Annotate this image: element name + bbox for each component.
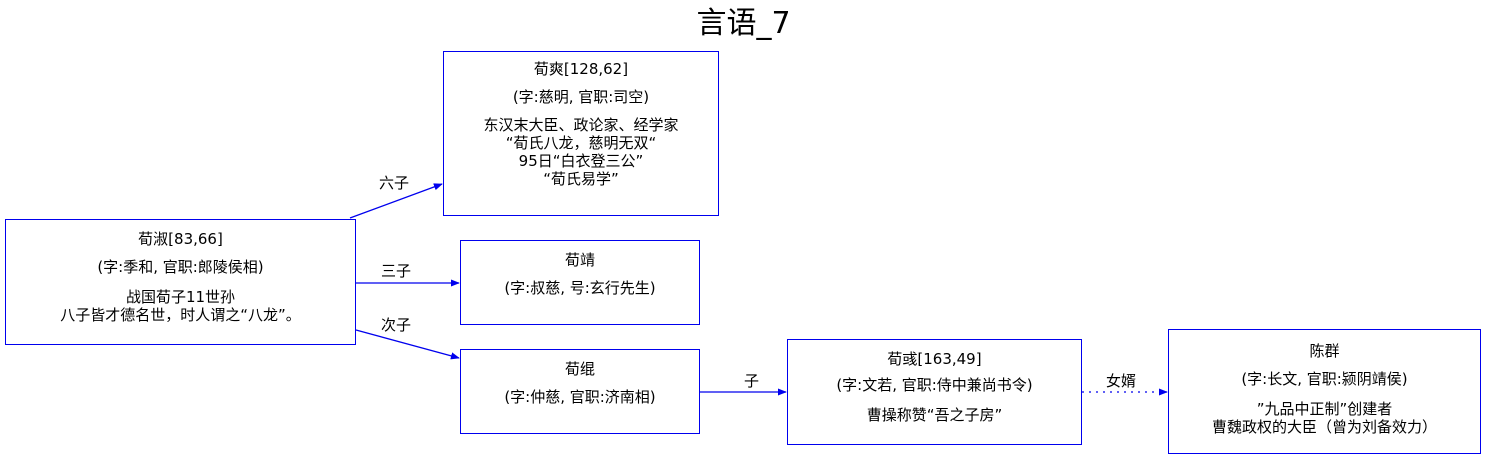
edge-label-sanzi: 三子 <box>381 262 412 280</box>
node-xushuang[interactable]: 荀爽[128,62] (字:慈明, 官职:司空) 东汉末大臣、政论家、经学家 “… <box>443 51 719 216</box>
node-xugun[interactable]: 荀绲 (字:仲慈, 官职:济南相) <box>460 349 700 434</box>
edge-label-cizi: 次子 <box>381 316 412 334</box>
node-xushuang-desc-line: 95日“白衣登三公” <box>518 152 644 170</box>
node-chenqun[interactable]: 陈群 (字:长文, 官职:颍阴靖侯) ”九品中正制”创建者 曹魏政权的大臣（曾为… <box>1168 329 1481 454</box>
node-xushuang-desc: 东汉末大臣、政论家、经学家 “荀氏八龙，慈明无双“ 95日“白衣登三公” “荀氏… <box>444 116 718 188</box>
node-xushuang-desc-line: “荀氏易学” <box>543 170 619 188</box>
node-xuyu-info: (字:文若, 官职:侍中兼尚书令) <box>836 376 1033 394</box>
node-xujing-info: (字:叔慈, 号:玄行先生) <box>504 279 656 297</box>
node-xugun-info: (字:仲慈, 官职:济南相) <box>504 388 656 406</box>
diagram-title: 言语_7 <box>696 6 791 41</box>
node-xushu-desc: 战国荀子11世孙 八子皆才德名世，时人谓之“八龙”。 <box>6 288 355 324</box>
node-xuyu[interactable]: 荀彧[163,49] (字:文若, 官职:侍中兼尚书令) 曹操称赞“吾之子房” <box>787 339 1082 445</box>
node-chenqun-desc-line: ”九品中正制”创建者 <box>1256 400 1393 418</box>
node-xuyu-desc-line: 曹操称赞“吾之子房” <box>866 406 1003 424</box>
node-xujing-name: 荀靖 <box>564 251 595 269</box>
node-chenqun-desc: ”九品中正制”创建者 曹魏政权的大臣（曾为刘备效力） <box>1169 400 1480 436</box>
node-xugun-name: 荀绲 <box>564 360 595 378</box>
node-xujing[interactable]: 荀靖 (字:叔慈, 号:玄行先生) <box>460 240 700 325</box>
node-chenqun-info: (字:长文, 官职:颍阴靖侯) <box>1241 370 1408 388</box>
edge-cizi <box>355 329 460 360</box>
node-xuyu-name: 荀彧[163,49] <box>887 350 982 368</box>
node-xushu-desc-line: 八子皆才德名世，时人谓之“八龙”。 <box>60 306 301 324</box>
node-xushu-desc-line: 战国荀子11世孙 <box>125 288 236 306</box>
node-chenqun-name: 陈群 <box>1309 342 1340 360</box>
edge-label-liuzi: 六子 <box>379 174 410 192</box>
node-xushuang-info: (字:慈明, 官职:司空) <box>512 88 650 106</box>
node-xushu-info: (字:季和, 官职:郎陵侯相) <box>97 258 264 276</box>
edge-label-zi: 子 <box>744 372 760 390</box>
node-xuyu-desc: 曹操称赞“吾之子房” <box>788 406 1081 424</box>
node-xushuang-name: 荀爽[128,62] <box>533 60 629 78</box>
edge-liuzi <box>349 183 443 219</box>
node-xushu[interactable]: 荀淑[83,66] (字:季和, 官职:郎陵侯相) 战国荀子11世孙 八子皆才德… <box>5 219 356 345</box>
edge-label-nuxu: 女婿 <box>1106 372 1137 390</box>
node-xushu-name: 荀淑[83,66] <box>138 230 223 248</box>
node-chenqun-desc-line: 曹魏政权的大臣（曾为刘备效力） <box>1211 418 1437 436</box>
node-xushuang-desc-line: 东汉末大臣、政论家、经学家 <box>483 116 679 134</box>
node-xushuang-desc-line: “荀氏八龙，慈明无双“ <box>505 134 657 152</box>
